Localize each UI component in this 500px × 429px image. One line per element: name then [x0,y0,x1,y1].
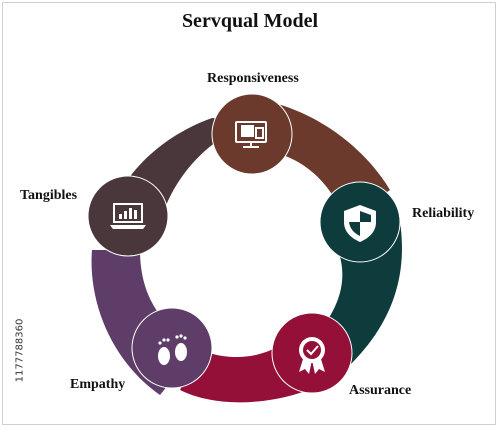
stock-id-text: 1177788360 [14,318,26,383]
label-reliability: Reliability [412,206,475,221]
node-reliability [319,181,401,263]
shield-icon [344,205,376,242]
diagram-title: Servqual Model [181,10,319,32]
label-responsiveness: Responsiveness [207,71,299,86]
computer-monitor-icon [235,121,267,148]
label-assurance: Assurance [349,383,412,398]
laptop-chart-icon [110,203,146,229]
node-circle [131,307,213,389]
label-empathy: Empathy [70,377,126,392]
node-empathy [131,307,213,389]
footprints-icon [158,334,187,365]
node-assurance [271,312,353,394]
node-tangibles [87,175,169,257]
image-frame [2,2,496,425]
award-badge-icon [299,337,325,374]
node-circle [87,175,169,257]
node-responsiveness [211,93,293,175]
label-tangibles: Tangibles [20,188,78,203]
